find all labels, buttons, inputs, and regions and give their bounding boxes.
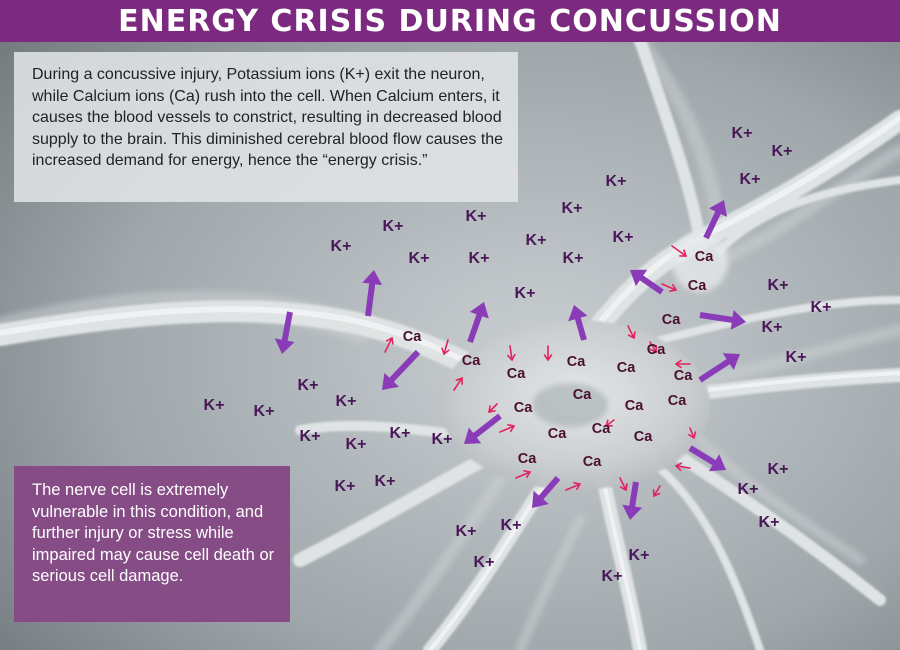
calcium-ion-label: Ca xyxy=(583,454,602,470)
potassium-ion-label: K+ xyxy=(759,514,780,531)
calcium-ion-label: Ca xyxy=(695,249,714,265)
potassium-ion-label: K+ xyxy=(254,403,275,420)
calcium-influx-arrow xyxy=(507,345,516,362)
calcium-ion-label: Ca xyxy=(592,421,611,437)
potassium-ion-label: K+ xyxy=(300,428,321,445)
potassium-efflux-arrow xyxy=(699,310,746,330)
potassium-ion-label: K+ xyxy=(346,436,367,453)
warning-paragraph: The nerve cell is extremely vulnerable i… xyxy=(32,481,275,585)
calcium-ion-label: Ca xyxy=(668,393,687,409)
calcium-ion-label: Ca xyxy=(634,429,653,445)
calcium-ion-label: Ca xyxy=(688,278,707,294)
calcium-influx-arrow xyxy=(688,427,697,440)
calcium-influx-arrow xyxy=(515,470,532,479)
potassium-efflux-arrow xyxy=(698,353,740,383)
calcium-ion-label: Ca xyxy=(625,398,644,414)
calcium-influx-arrow xyxy=(441,339,450,356)
calcium-ion-label: Ca xyxy=(662,312,681,328)
potassium-ion-label: K+ xyxy=(606,173,627,190)
potassium-efflux-arrow xyxy=(532,476,561,508)
potassium-ion-label: K+ xyxy=(409,250,430,267)
calcium-ion-label: Ca xyxy=(617,360,636,376)
calcium-ion-label: Ca xyxy=(507,366,526,382)
calcium-influx-arrow xyxy=(674,462,691,471)
potassium-ion-label: K+ xyxy=(515,285,536,302)
calcium-influx-arrow xyxy=(674,359,691,369)
potassium-ion-label: K+ xyxy=(768,461,789,478)
calcium-ion-label: Ca xyxy=(548,426,567,442)
calcium-ion-label: Ca xyxy=(514,400,533,416)
potassium-efflux-arrow xyxy=(622,481,643,520)
warning-text-box: The nerve cell is extremely vulnerable i… xyxy=(14,466,290,622)
calcium-ion-label: Ca xyxy=(573,387,592,403)
potassium-ion-label: K+ xyxy=(772,143,793,160)
potassium-efflux-arrow xyxy=(362,270,383,317)
potassium-ion-label: K+ xyxy=(732,125,753,142)
potassium-efflux-arrow xyxy=(703,200,727,240)
potassium-ion-label: K+ xyxy=(563,250,584,267)
title-banner: ENERGY CRISIS DURING CONCUSSION xyxy=(0,0,900,42)
potassium-ion-label: K+ xyxy=(629,547,650,564)
calcium-influx-arrow xyxy=(649,341,658,354)
potassium-ion-label: K+ xyxy=(602,568,623,585)
intro-text-box: During a concussive injury, Potassium io… xyxy=(14,52,518,202)
potassium-efflux-arrow xyxy=(382,349,421,390)
calcium-influx-arrow xyxy=(627,325,636,340)
calcium-influx-arrow xyxy=(671,245,688,257)
calcium-influx-arrow xyxy=(453,376,463,391)
potassium-ion-label: K+ xyxy=(336,393,357,410)
potassium-ion-label: K+ xyxy=(204,397,225,414)
potassium-ion-label: K+ xyxy=(562,200,583,217)
calcium-influx-arrow xyxy=(619,477,628,492)
potassium-ion-label: K+ xyxy=(390,425,411,442)
potassium-ion-label: K+ xyxy=(331,238,352,255)
potassium-efflux-arrow xyxy=(688,445,726,472)
calcium-ion-label: Ca xyxy=(403,329,422,345)
calcium-influx-arrow xyxy=(488,403,498,413)
calcium-influx-arrow xyxy=(499,424,516,433)
potassium-efflux-arrow xyxy=(568,305,588,341)
calcium-ion-label: Ca xyxy=(647,342,666,358)
potassium-ion-label: K+ xyxy=(298,377,319,394)
potassium-ion-label: K+ xyxy=(762,319,783,336)
potassium-efflux-arrow xyxy=(274,311,295,354)
potassium-ion-label: K+ xyxy=(740,171,761,188)
potassium-ion-label: K+ xyxy=(811,299,832,316)
calcium-ion-label: Ca xyxy=(518,451,537,467)
calcium-influx-arrow xyxy=(384,336,394,353)
potassium-ion-label: K+ xyxy=(469,250,490,267)
potassium-ion-label: K+ xyxy=(768,277,789,294)
potassium-ion-label: K+ xyxy=(383,218,404,235)
potassium-ion-label: K+ xyxy=(375,473,396,490)
potassium-efflux-arrow xyxy=(630,269,664,295)
calcium-influx-arrow xyxy=(661,283,678,292)
potassium-ion-label: K+ xyxy=(786,349,807,366)
calcium-ion-label: Ca xyxy=(462,353,481,369)
intro-paragraph: During a concussive injury, Potassium io… xyxy=(32,66,504,169)
calcium-influx-arrow xyxy=(604,419,615,427)
potassium-ion-label: K+ xyxy=(738,481,759,498)
potassium-ion-label: K+ xyxy=(501,517,522,534)
potassium-ion-label: K+ xyxy=(466,208,487,225)
potassium-efflux-arrow xyxy=(464,413,502,444)
potassium-ion-label: K+ xyxy=(474,554,495,571)
potassium-ion-label: K+ xyxy=(613,229,634,246)
potassium-ion-label: K+ xyxy=(335,478,356,495)
calcium-ion-label: Ca xyxy=(567,354,586,370)
calcium-influx-arrow xyxy=(543,345,553,362)
page-title: ENERGY CRISIS DURING CONCUSSION xyxy=(118,3,782,39)
calcium-ion-label: Ca xyxy=(674,368,693,384)
potassium-efflux-arrow xyxy=(467,302,489,343)
potassium-ion-label: K+ xyxy=(526,232,547,249)
calcium-influx-arrow xyxy=(652,485,661,498)
calcium-influx-arrow xyxy=(565,482,582,491)
potassium-ion-label: K+ xyxy=(456,523,477,540)
potassium-ion-label: K+ xyxy=(432,431,453,448)
